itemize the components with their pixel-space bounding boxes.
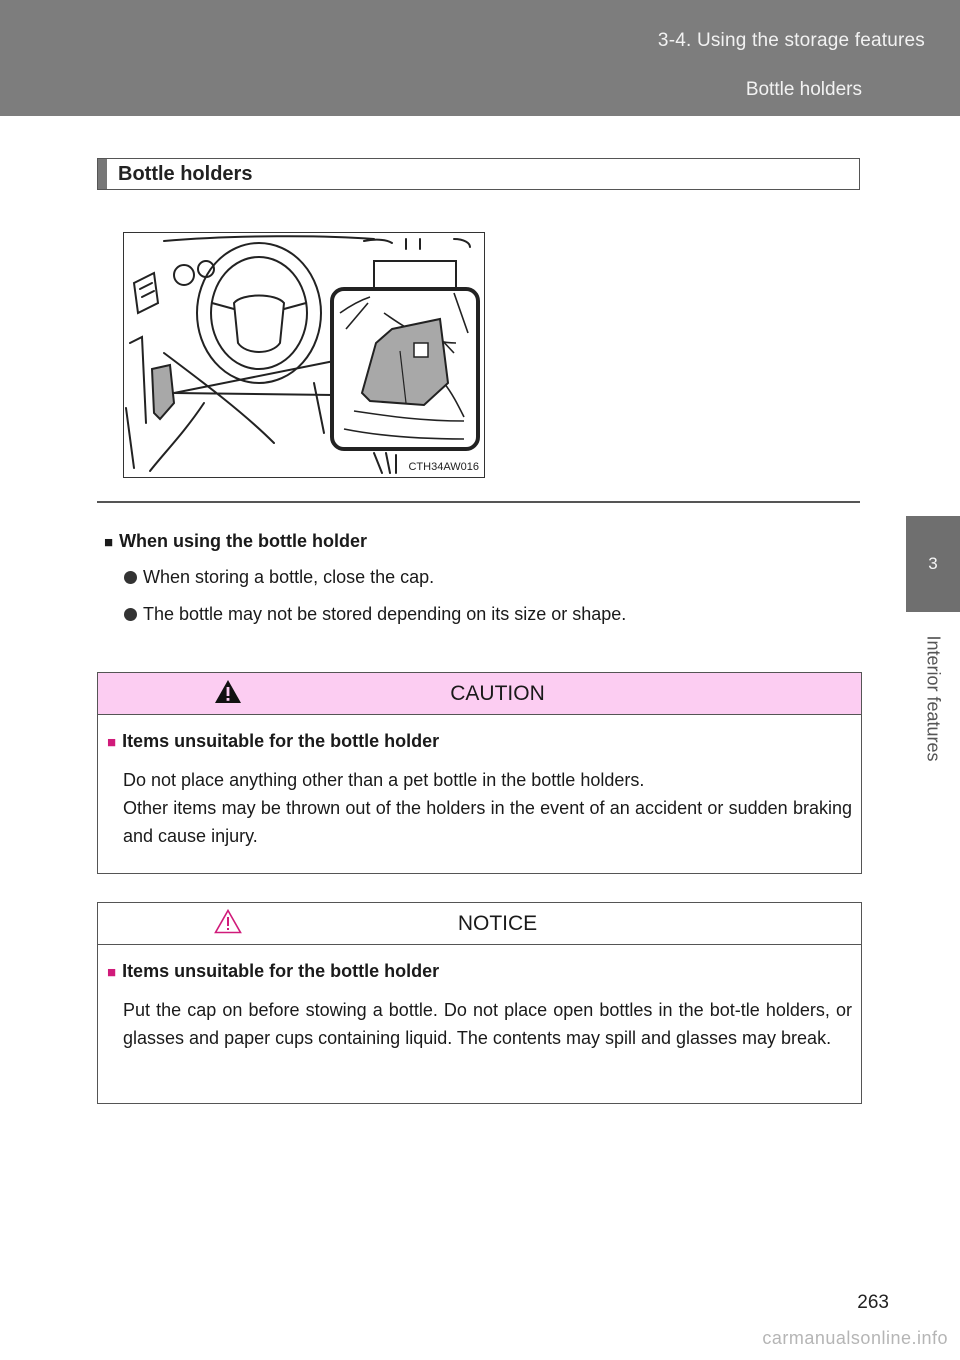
caution-subheading-text: Items unsuitable for the bottle holder <box>122 731 440 751</box>
caution-title-bar: CAUTION <box>98 673 861 715</box>
notice-subheading-text: Items unsuitable for the bottle holder <box>122 961 440 981</box>
chapter-tab[interactable]: 3 <box>906 516 960 612</box>
section-heading: Bottle holders <box>97 158 860 190</box>
note-bullet-text: The bottle may not be stored depending o… <box>143 604 627 624</box>
page-number: 263 <box>857 1292 889 1313</box>
caution-subheading: ■ Items unsuitable for the bottle holder <box>107 731 852 752</box>
note-heading: ■ When using the bottle holder <box>104 531 367 552</box>
caution-line: Other items may be thrown out of the hol… <box>123 798 852 846</box>
note-bullet-text: When storing a bottle, close the cap. <box>143 567 435 587</box>
chapter-label: Interior features <box>906 618 960 778</box>
header-section-title: 3-4. Using the storage features <box>657 30 925 51</box>
header-band <box>0 0 960 116</box>
note-bullet: When storing a bottle, close the cap. <box>124 567 434 588</box>
section-heading-bar <box>98 159 107 189</box>
chapter-number: 3 <box>928 554 938 573</box>
notice-body: ■Items unsuitable for the bottle holder … <box>98 945 861 1052</box>
square-bullet-icon: ■ <box>104 534 114 551</box>
bullet-dot-icon <box>124 608 137 621</box>
watermark: carmanualsonline.info <box>762 1328 948 1348</box>
notice-text: Put the cap on before stowing a bottle. … <box>123 996 852 1052</box>
square-bullet-icon: ■ <box>107 964 117 981</box>
dashboard-line-drawing <box>125 235 480 474</box>
notice-title-bar: NOTICE <box>98 903 861 945</box>
note-bullet: The bottle may not be stored depending o… <box>124 604 626 625</box>
notice-paragraph: Put the cap on before stowing a bottle. … <box>123 1000 852 1048</box>
caution-title: CAUTION <box>450 681 545 705</box>
caution-body: ■Items unsuitable for the bottle holder … <box>98 715 861 850</box>
chapter-label-text: Interior features <box>923 634 944 762</box>
square-bullet-icon: ■ <box>107 734 117 751</box>
note-heading-text: When using the bottle holder <box>119 531 368 551</box>
header-page-topic: Bottle holders <box>745 79 862 100</box>
warning-triangle-icon <box>214 679 242 710</box>
section-heading-text: Bottle holders <box>118 162 253 185</box>
caution-line: Do not place anything other than a pet b… <box>123 770 645 790</box>
notice-triangle-icon <box>214 908 242 940</box>
notice-title: NOTICE <box>457 911 538 935</box>
figure-code: CTH34AW016 <box>408 461 479 473</box>
section-rule <box>97 501 860 503</box>
bottle-holder-illustration: CTH34AW016 <box>123 232 485 478</box>
caution-box: CAUTION ■ Items unsuitable for the bottle… <box>97 672 862 874</box>
notice-box: NOTICE ■ Items unsuitable for the bottle … <box>97 902 862 1104</box>
notice-subheading: ■ Items unsuitable for the bottle holder <box>107 961 852 982</box>
bullet-dot-icon <box>124 571 137 584</box>
caution-text: Do not place anything other than a pet b… <box>123 766 852 850</box>
